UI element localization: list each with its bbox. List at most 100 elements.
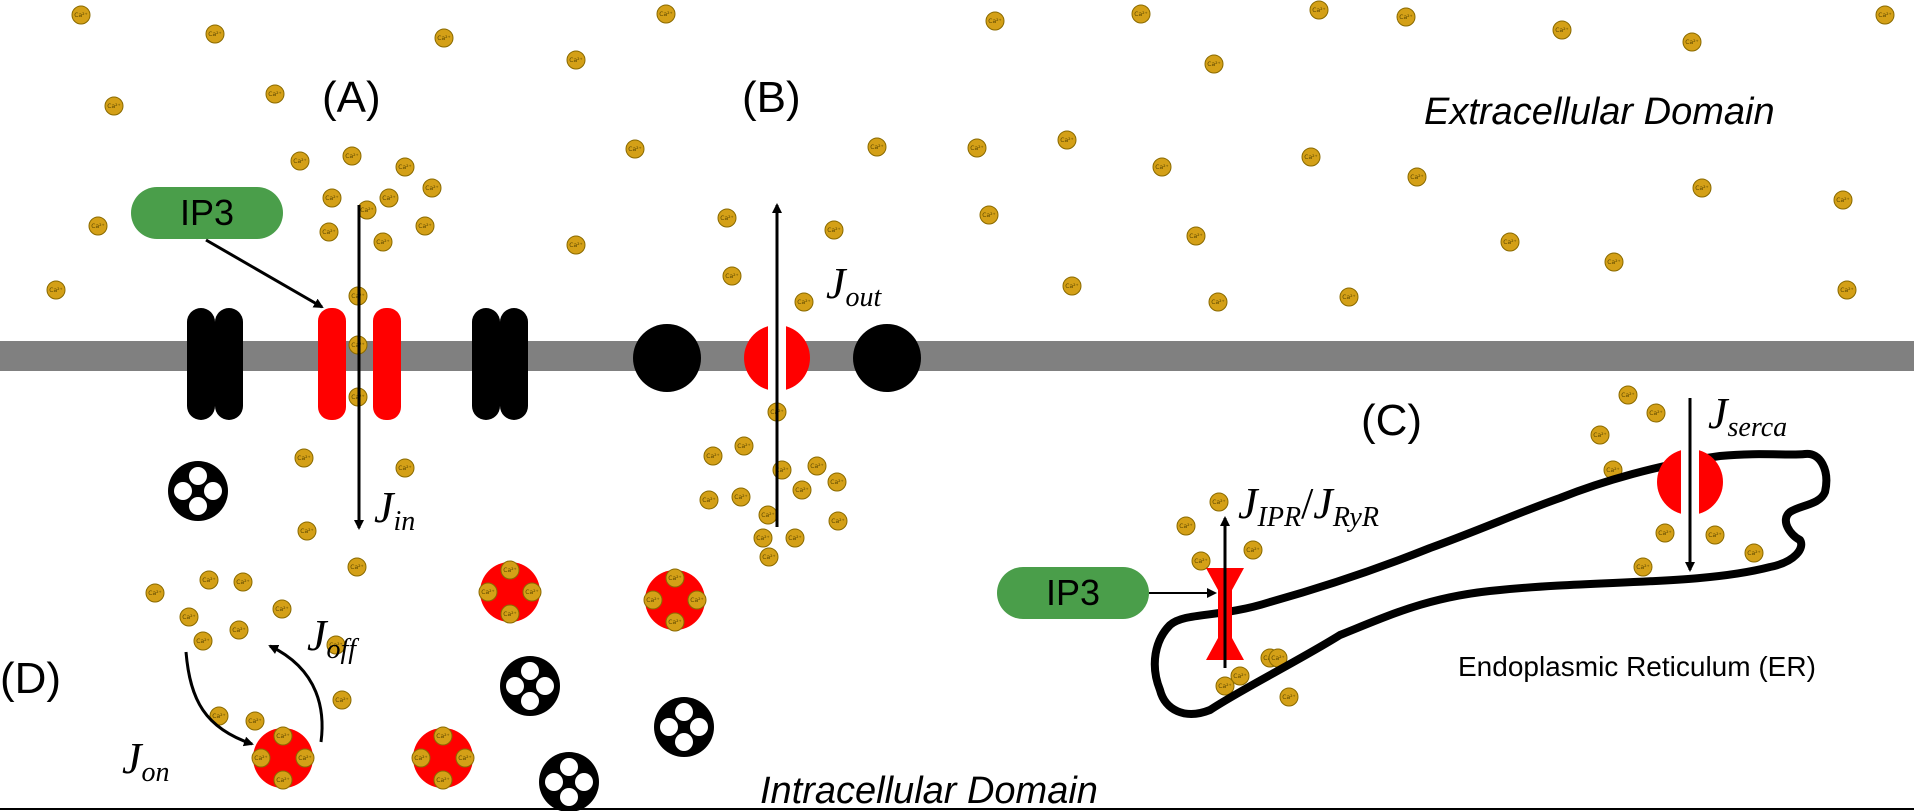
j-on-arrow — [184, 651, 254, 747]
svg-text:Ca²⁺: Ca²⁺ — [276, 777, 289, 784]
calcium-ion: Ca²⁺ — [434, 28, 454, 48]
calcium-ion: Ca²⁺ — [319, 222, 339, 242]
svg-text:Ca²⁺: Ca²⁺ — [1189, 233, 1202, 240]
svg-text:Ca²⁺: Ca²⁺ — [1399, 14, 1412, 21]
calcium-ion: Ca²⁺ — [1618, 385, 1638, 405]
svg-text:Ca²⁺: Ca²⁺ — [569, 242, 582, 249]
svg-text:Ca²⁺: Ca²⁺ — [797, 299, 810, 306]
calcium-ion: Ca²⁺ — [233, 572, 253, 592]
calcium-ion: Ca²⁺ — [758, 505, 778, 525]
ip3-badge-a[interactable]: IP3 — [131, 187, 283, 239]
svg-text:Ca²⁺: Ca²⁺ — [107, 103, 120, 110]
svg-text:Ca²⁺: Ca²⁺ — [503, 611, 516, 618]
svg-text:Ca²⁺: Ca²⁺ — [425, 185, 438, 192]
svg-text:Ca²⁺: Ca²⁺ — [690, 597, 703, 604]
calcium-ion: Ca²⁺ — [1500, 232, 1520, 252]
svg-text:Ca²⁺: Ca²⁺ — [668, 575, 681, 582]
svg-text:Ca²⁺: Ca²⁺ — [335, 697, 348, 704]
svg-text:Ca²⁺: Ca²⁺ — [659, 11, 672, 18]
free-buffer — [654, 697, 714, 757]
calcium-ion: Ca²⁺ — [1191, 551, 1211, 571]
calcium-ion: Ca²⁺ — [1646, 403, 1666, 423]
calcium-ion: Ca²⁺ — [1131, 4, 1151, 24]
svg-text:Ca²⁺: Ca²⁺ — [1212, 499, 1225, 506]
calcium-ion: Ca²⁺ — [827, 472, 847, 492]
calcium-ion: Ca²⁺ — [1243, 540, 1263, 560]
svg-text:Ca²⁺: Ca²⁺ — [418, 223, 431, 230]
calcium-ion: Ca²⁺ — [332, 690, 352, 710]
svg-text:Ca²⁺: Ca²⁺ — [1658, 530, 1671, 537]
svg-text:Ca²⁺: Ca²⁺ — [1065, 283, 1078, 290]
svg-text:Ca²⁺: Ca²⁺ — [248, 718, 261, 725]
calcium-ion: Ca²⁺ — [411, 748, 431, 768]
calcium-ion: Ca²⁺ — [322, 188, 342, 208]
svg-text:Ca²⁺: Ca²⁺ — [398, 164, 411, 171]
svg-text:Ca²⁺: Ca²⁺ — [91, 223, 104, 230]
panel-c-label: (C) — [1361, 396, 1422, 445]
intracellular-domain-label: Intracellular Domain — [760, 770, 1098, 811]
calcium-ion: Ca²⁺ — [1215, 676, 1235, 696]
plasma-membrane — [0, 341, 1914, 371]
svg-text:Ca²⁺: Ca²⁺ — [1218, 683, 1231, 690]
svg-text:Ca²⁺: Ca²⁺ — [702, 497, 715, 504]
svg-text:Ca²⁺: Ca²⁺ — [236, 579, 249, 586]
calcium-ion: Ca²⁺ — [703, 446, 723, 466]
panel-a-label: (A) — [322, 73, 381, 122]
calcium-ion: Ca²⁺ — [395, 458, 415, 478]
calcium-ion: Ca²⁺ — [759, 547, 779, 567]
svg-text:Ca²⁺: Ca²⁺ — [1282, 694, 1295, 701]
calcium-ion: Ca²⁺ — [272, 599, 292, 619]
calcium-ion: Ca²⁺ — [1837, 280, 1857, 300]
svg-text:Ca²⁺: Ca²⁺ — [1836, 197, 1849, 204]
calcium-ion: Ca²⁺ — [179, 607, 199, 627]
calcium-ion: Ca²⁺ — [1633, 557, 1653, 577]
calcium-ion: Ca²⁺ — [699, 490, 719, 510]
svg-text:Ca²⁺: Ca²⁺ — [762, 554, 775, 561]
svg-text:Ca²⁺: Ca²⁺ — [1134, 11, 1147, 18]
svg-text:Ca²⁺: Ca²⁺ — [668, 619, 681, 626]
svg-text:Ca²⁺: Ca²⁺ — [382, 195, 395, 202]
endoplasmic-reticulum — [1150, 449, 1831, 718]
svg-text:Ca²⁺: Ca²⁺ — [350, 564, 363, 571]
calcium-ion: Ca²⁺ — [347, 557, 367, 577]
calcium-ion: Ca²⁺ — [1230, 666, 1250, 686]
svg-text:Ca²⁺: Ca²⁺ — [1747, 550, 1760, 557]
j-serca-label: Jserca — [1708, 389, 1787, 443]
svg-text:Ca²⁺: Ca²⁺ — [761, 512, 774, 519]
bound-buffer: Ca²⁺Ca²⁺Ca²⁺Ca²⁺ — [478, 560, 542, 624]
calcium-ion: Ca²⁺ — [422, 178, 442, 198]
svg-text:Ca²⁺: Ca²⁺ — [276, 733, 289, 740]
calcium-ion: Ca²⁺ — [665, 612, 685, 632]
svg-text:Ca²⁺: Ca²⁺ — [831, 518, 844, 525]
ip3-badge-c[interactable]: IP3 — [997, 567, 1149, 619]
calcium-ion: Ca²⁺ — [205, 24, 225, 44]
calcium-ion: Ca²⁺ — [1396, 7, 1416, 27]
svg-text:Ca²⁺: Ca²⁺ — [1155, 164, 1168, 171]
calcium-ion: Ca²⁺ — [1407, 167, 1427, 187]
svg-text:Ca²⁺: Ca²⁺ — [1312, 7, 1325, 14]
calcium-ion: Ca²⁺ — [717, 208, 737, 228]
calcium-ion: Ca²⁺ — [1552, 20, 1572, 40]
calcium-ion: Ca²⁺ — [734, 436, 754, 456]
calcium-ion: Ca²⁺ — [566, 235, 586, 255]
extracellular-domain-label: Extracellular Domain — [1424, 91, 1775, 133]
pump-side-left — [633, 324, 701, 392]
svg-text:Ca²⁺: Ca²⁺ — [329, 642, 342, 649]
svg-text:Ca²⁺: Ca²⁺ — [345, 153, 358, 160]
svg-text:Ca²⁺: Ca²⁺ — [569, 57, 582, 64]
calcium-ion: Ca²⁺ — [245, 711, 265, 731]
calcium-ion: Ca²⁺ — [1339, 287, 1359, 307]
svg-text:Ca²⁺: Ca²⁺ — [988, 18, 1001, 25]
calcium-ion: Ca²⁺ — [1604, 252, 1624, 272]
calcium-ion: Ca²⁺ — [1062, 276, 1082, 296]
svg-text:Ca²⁺: Ca²⁺ — [830, 479, 843, 486]
calcium-ion: Ca²⁺ — [1590, 425, 1610, 445]
calcium-ion: Ca²⁺ — [273, 726, 293, 746]
calcium-ion: Ca²⁺ — [1875, 5, 1895, 25]
svg-text:Ca²⁺: Ca²⁺ — [1555, 27, 1568, 34]
svg-text:Ca²⁺: Ca²⁺ — [503, 567, 516, 574]
svg-text:Ca²⁺: Ca²⁺ — [1271, 655, 1284, 662]
calcium-ion: Ca²⁺ — [665, 568, 685, 588]
calcium-ion: Ca²⁺ — [373, 232, 393, 252]
